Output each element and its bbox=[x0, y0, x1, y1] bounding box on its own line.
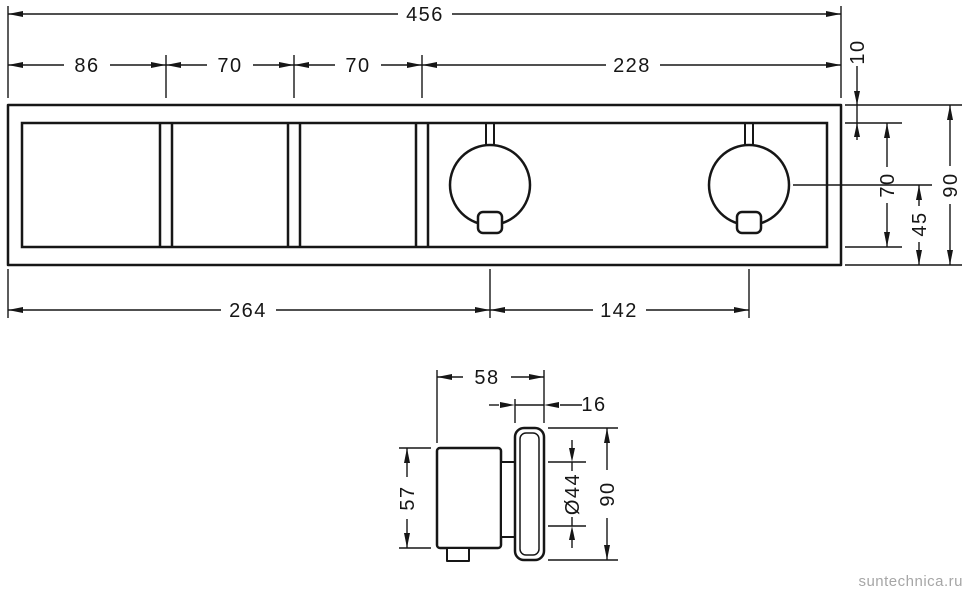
dim-segment-2-label: 70 bbox=[217, 55, 242, 77]
dim-left-to-handle-label: 264 bbox=[229, 300, 267, 322]
right-extension-lines bbox=[793, 104, 962, 266]
handle-1-tab bbox=[476, 210, 504, 235]
dim-handle-spacing-label: 142 bbox=[600, 300, 638, 322]
dim-segment-4-label: 228 bbox=[613, 55, 651, 77]
dim-overall-height: 90 bbox=[940, 105, 962, 265]
dim-depth-label: 58 bbox=[474, 367, 499, 389]
dim-segment-3-label: 70 bbox=[345, 55, 370, 77]
front-view: 456 86 70 70 228 bbox=[6, 4, 962, 322]
dim-top-band: 10 bbox=[847, 39, 869, 140]
handle-2-tab bbox=[735, 210, 763, 235]
dim-bottom-row: 264 142 bbox=[7, 269, 750, 322]
dim-plate-height: 90 bbox=[548, 427, 619, 561]
dim-handle-center-from-bottom: 45 bbox=[909, 185, 931, 265]
dim-overall-width-label: 456 bbox=[406, 4, 444, 26]
panel-outer-rect bbox=[6, 103, 843, 267]
dim-body-height-label: 57 bbox=[397, 485, 419, 510]
handle-1 bbox=[448, 123, 532, 235]
dim-top-band-label: 10 bbox=[847, 39, 869, 64]
dim-plate-height-label: 90 bbox=[597, 481, 619, 506]
valve-neck bbox=[500, 461, 516, 538]
dim-handle-center-label: 45 bbox=[909, 211, 931, 236]
plate-section-inner bbox=[519, 432, 540, 556]
dim-inner-height-label: 70 bbox=[877, 172, 899, 197]
dim-segments: 86 70 70 228 bbox=[8, 55, 841, 98]
dim-segment-1-label: 86 bbox=[74, 55, 99, 77]
dim-overall-width: 456 bbox=[7, 4, 842, 98]
watermark: suntechnica.ru bbox=[858, 573, 963, 590]
dim-plate-thickness: 16 bbox=[489, 394, 606, 423]
dim-handle-diameter-label: Ø44 bbox=[562, 473, 584, 515]
side-body bbox=[435, 426, 546, 562]
dim-inner-height: 70 bbox=[877, 123, 899, 247]
dim-body-height: 57 bbox=[397, 447, 431, 549]
plate-section bbox=[513, 426, 546, 562]
panel-outline bbox=[6, 103, 843, 267]
valve-bottom-tab bbox=[446, 547, 470, 562]
dim-handle-diameter: Ø44 bbox=[548, 440, 586, 548]
valve-body bbox=[435, 446, 503, 550]
dim-plate-thickness-label: 16 bbox=[581, 394, 606, 416]
dim-depth: 58 bbox=[436, 367, 545, 443]
dim-overall-height-label: 90 bbox=[940, 172, 962, 197]
side-view: 58 16 57 bbox=[397, 367, 619, 562]
handle-2 bbox=[707, 123, 791, 235]
